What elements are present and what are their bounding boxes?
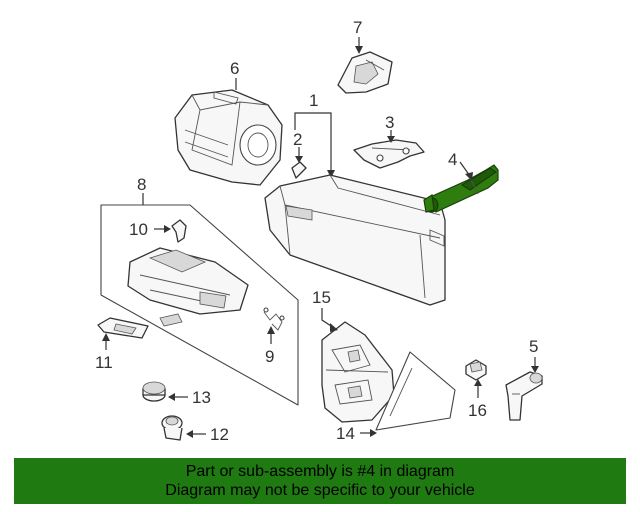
arrow-1	[327, 170, 335, 178]
arrow-9	[267, 326, 275, 334]
arrow-15	[330, 323, 338, 332]
callout-15: 15	[312, 288, 331, 307]
arrow-12	[186, 430, 193, 438]
part-5-cylinder[interactable]	[505, 371, 543, 421]
part-14-cover[interactable]	[375, 351, 456, 431]
part-10-hook[interactable]	[171, 219, 187, 243]
arrow-13	[168, 393, 175, 401]
callout-6: 6	[230, 59, 239, 78]
part-16-clip[interactable]	[465, 359, 487, 381]
arrow-2	[295, 156, 303, 163]
callout-4: 4	[448, 150, 457, 169]
arrow-14	[370, 429, 377, 437]
callout-8: 8	[137, 175, 146, 194]
callout-9: 9	[265, 347, 274, 366]
part-12-bumper[interactable]	[161, 415, 183, 441]
part-13-grommet[interactable]	[142, 381, 166, 402]
callout-14: 14	[336, 424, 355, 443]
parts-diagram: 1 2 3 4 5 6 7 8 9 10 11 12 13 14 15 16	[95, 18, 543, 444]
banner-line-1: Part or sub-assembly is #4 in diagram	[185, 463, 455, 480]
arrow-3	[387, 136, 395, 143]
banner-line-2: Diagram may not be specific to your vehi…	[165, 482, 475, 499]
callout-7: 7	[353, 18, 362, 37]
arrow-5	[531, 366, 539, 373]
callout-1: 1	[309, 91, 318, 110]
part-4-damper-highlighted[interactable]	[423, 164, 499, 213]
callout-3: 3	[385, 113, 394, 132]
part-7-bracket[interactable]	[337, 51, 393, 94]
part-6-duct-housing[interactable]	[174, 89, 283, 186]
callout-11: 11	[95, 353, 113, 372]
callout-5: 5	[529, 337, 538, 356]
arrow-7	[355, 46, 363, 54]
arrow-16	[474, 379, 482, 386]
callout-13: 13	[192, 388, 211, 407]
part-2-clip[interactable]	[291, 161, 307, 179]
part-8-assembly[interactable]	[100, 204, 299, 406]
part-1-glove-box[interactable]	[264, 174, 446, 306]
part-11-latch-plate[interactable]	[97, 317, 149, 339]
callout-16: 16	[468, 401, 487, 420]
callout-2: 2	[293, 130, 302, 149]
part-9-clip[interactable]	[263, 307, 285, 331]
part-3-hinge-bracket[interactable]	[353, 139, 425, 169]
callout-10: 10	[129, 220, 148, 239]
arrow-4	[465, 172, 473, 181]
part-15-inner-panel[interactable]	[321, 321, 395, 423]
info-banner: Part or sub-assembly is #4 in diagram Di…	[14, 458, 626, 504]
leader-1	[294, 112, 332, 175]
callout-12: 12	[210, 425, 229, 444]
arrow-10	[164, 225, 171, 233]
arrow-11	[102, 333, 110, 341]
